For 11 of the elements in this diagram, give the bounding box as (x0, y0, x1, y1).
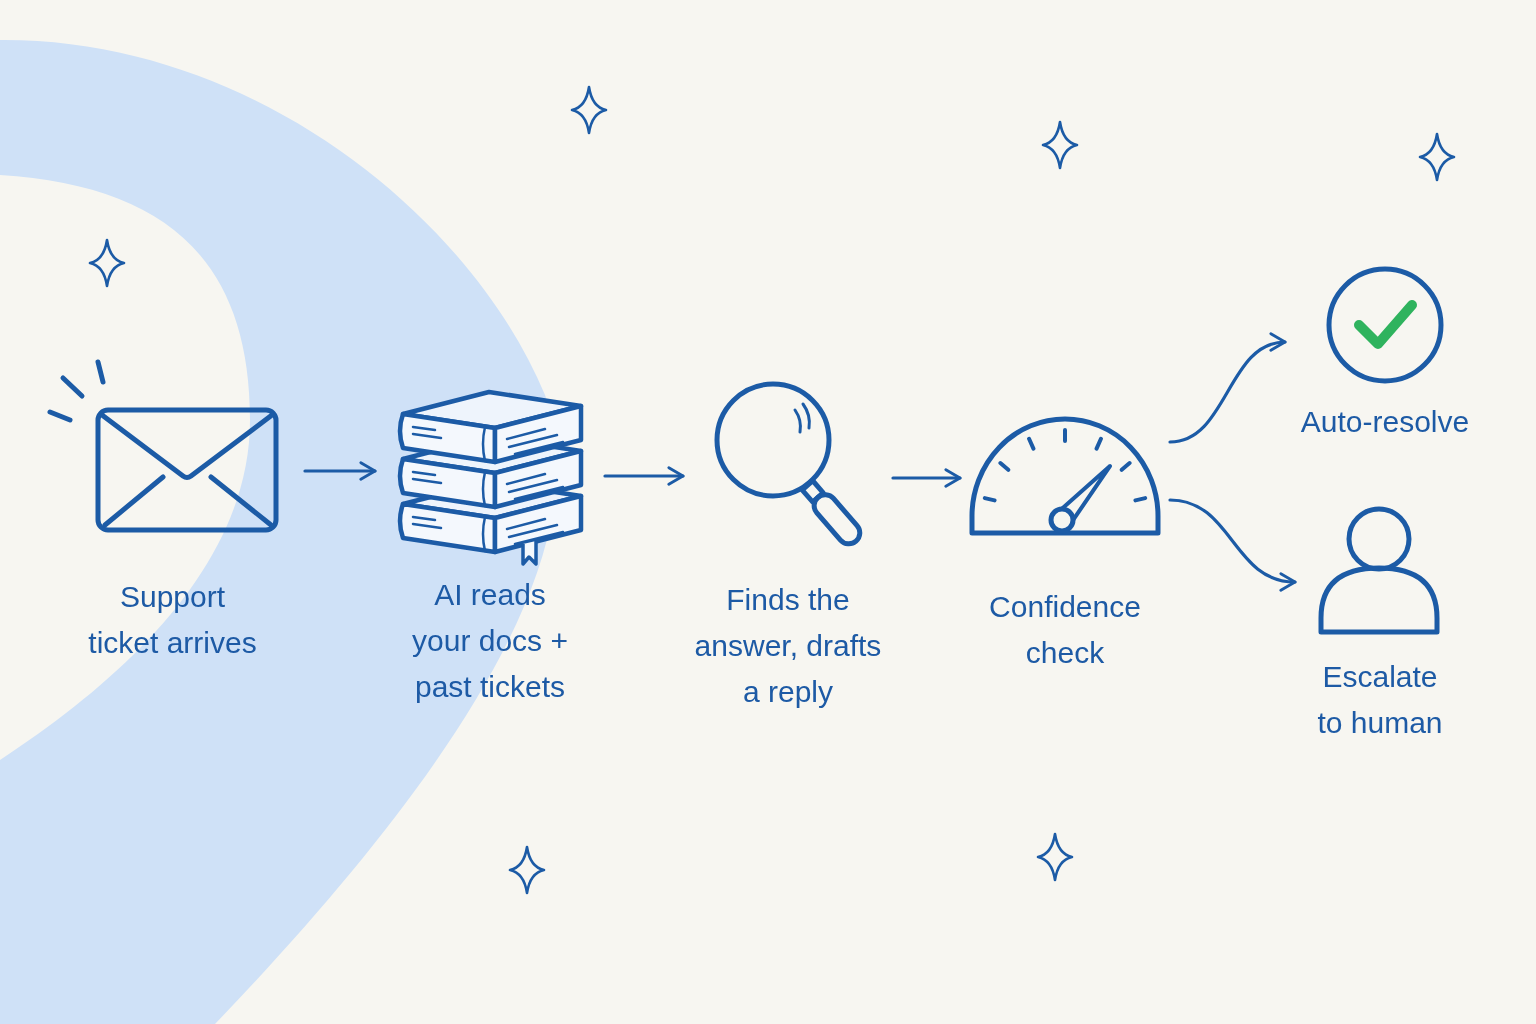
arrow (1168, 498, 1297, 591)
step-label: Finds the answer, drafts a reply (693, 582, 883, 710)
step-label: Auto-resolve (1299, 404, 1471, 440)
arrow (1168, 334, 1287, 444)
step-label: Escalate to human (1316, 659, 1444, 741)
arrow (303, 461, 377, 481)
step-label: Support ticket arrives (87, 579, 258, 661)
arrow (603, 466, 685, 486)
step-label: Confidence check (988, 589, 1142, 671)
arrow (891, 468, 962, 488)
step-label: AI reads your docs + past tickets (411, 577, 569, 705)
